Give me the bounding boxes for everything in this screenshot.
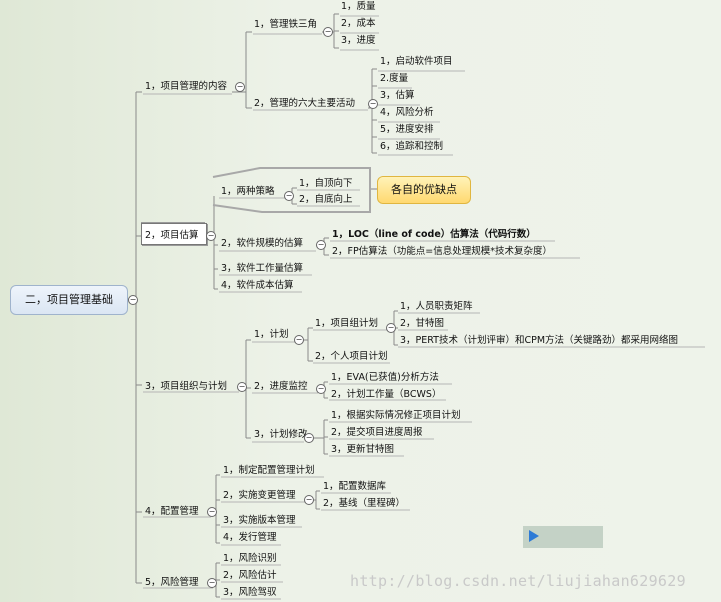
node-scheduling[interactable]: 5，进度安排 (380, 124, 434, 135)
node-config-mgmt[interactable]: 4，配置管理 (145, 506, 199, 517)
node-update-gantt[interactable]: 3，更新甘特图 (331, 444, 395, 455)
node-schedule[interactable]: 3，进度 (341, 35, 376, 46)
node-bottom-up[interactable]: 2，自底向上 (299, 194, 353, 205)
play-icon (529, 530, 539, 542)
node-plan-revise[interactable]: 3，计划修改 (254, 429, 308, 440)
node-change-mgmt[interactable]: 2，实施变更管理 (223, 490, 296, 501)
collapse-icon[interactable]: − (323, 27, 333, 37)
node-weekly-report[interactable]: 2，提交项目进度周报 (331, 427, 423, 438)
collapse-icon[interactable]: − (206, 231, 216, 241)
node-risk-estimate[interactable]: 2，风险估计 (223, 570, 277, 581)
node-measure[interactable]: 2.度量 (380, 73, 409, 84)
node-project-content[interactable]: 1，项目管理的内容 (145, 81, 228, 92)
node-release-mgmt[interactable]: 4，发行管理 (223, 532, 277, 543)
node-cost[interactable]: 2，成本 (341, 18, 376, 29)
node-tracking[interactable]: 6，追踪和控制 (380, 141, 444, 152)
node-baseline[interactable]: 2，基线（里程碑） (323, 498, 406, 509)
node-project-estimate[interactable]: 2，项目估算 (145, 230, 199, 241)
node-quality[interactable]: 1，质量 (341, 1, 376, 12)
collapse-icon[interactable]: − (304, 433, 314, 443)
node-pert-cpm[interactable]: 3，PERT技术（计划评审）和CPM方法（关键路劲）都采用网络图 (400, 335, 679, 346)
collapse-icon[interactable]: − (235, 82, 245, 92)
callout-pros-cons[interactable]: 各自的优缺点 (377, 176, 471, 204)
node-risk-control[interactable]: 3，风险驾驭 (223, 587, 277, 598)
collapse-icon[interactable]: − (316, 240, 326, 250)
collapse-icon[interactable]: − (368, 99, 378, 109)
node-progress-monitor[interactable]: 2，进度监控 (254, 381, 308, 392)
collapse-icon[interactable]: − (284, 191, 294, 201)
collapse-icon[interactable]: − (237, 382, 247, 392)
node-effort-estimate[interactable]: 3，软件工作量估算 (221, 263, 304, 274)
node-team-plan[interactable]: 1，项目组计划 (315, 318, 379, 329)
collapse-icon[interactable]: − (207, 578, 217, 588)
node-fp-method[interactable]: 2，FP估算法（功能点=信息处理规模*技术复杂度） (332, 246, 552, 257)
collapse-icon[interactable]: − (304, 495, 314, 505)
callout-label: 各自的优缺点 (391, 183, 457, 196)
collapse-icon[interactable]: − (207, 507, 217, 517)
node-config-plan[interactable]: 1，制定配置管理计划 (223, 465, 315, 476)
node-gantt[interactable]: 2，甘特图 (400, 318, 445, 329)
watermark: http://blog.csdn.net/liujiahan629629 (350, 572, 686, 590)
node-plan[interactable]: 1，计划 (254, 329, 289, 340)
node-personal-plan[interactable]: 2，个人项目计划 (315, 351, 388, 362)
collapse-icon[interactable]: − (128, 295, 138, 305)
node-eva[interactable]: 1，EVA(已获值)分析方法 (331, 372, 439, 383)
node-top-down[interactable]: 1，自顶向下 (299, 178, 353, 189)
node-org-plan[interactable]: 3，项目组织与计划 (145, 381, 228, 392)
play-widget[interactable] (523, 526, 603, 548)
root-label: 二，项目管理基础 (25, 293, 113, 306)
node-estimate[interactable]: 3，估算 (380, 90, 415, 101)
collapse-icon[interactable]: − (316, 384, 326, 394)
node-start-project[interactable]: 1，启动软件项目 (380, 56, 453, 67)
root-node[interactable]: 二，项目管理基础 (10, 285, 128, 315)
node-config-db[interactable]: 1，配置数据库 (323, 481, 387, 492)
node-six-activities[interactable]: 2，管理的六大主要活动 (254, 98, 356, 109)
node-risk-analysis[interactable]: 4，风险分析 (380, 107, 434, 118)
node-loc-method[interactable]: 1，LOC（line of code）估算法（代码行数） (332, 229, 536, 240)
node-iron-triangle[interactable]: 1，管理铁三角 (254, 19, 318, 30)
node-cost-estimate[interactable]: 4，软件成本估算 (221, 280, 294, 291)
node-bcws[interactable]: 2，计划工作量（BCWS） (331, 389, 442, 400)
node-two-strategies[interactable]: 1，两种策略 (221, 186, 275, 197)
node-version-mgmt[interactable]: 3，实施版本管理 (223, 515, 296, 526)
node-risk-identify[interactable]: 1，风险识别 (223, 553, 277, 564)
node-revise-plan[interactable]: 1，根据实际情况修正项目计划 (331, 410, 461, 421)
node-size-estimate[interactable]: 2，软件规模的估算 (221, 238, 304, 249)
collapse-icon[interactable]: − (386, 323, 396, 333)
collapse-icon[interactable]: − (294, 335, 304, 345)
node-raci-matrix[interactable]: 1，人员职责矩阵 (400, 301, 473, 312)
node-risk-mgmt[interactable]: 5，风险管理 (145, 577, 199, 588)
